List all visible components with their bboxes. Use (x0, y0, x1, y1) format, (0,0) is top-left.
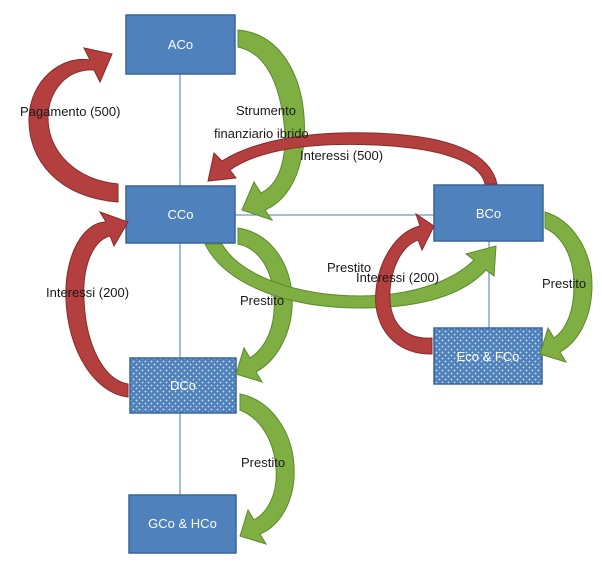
label-interessi-200-left: Interessi (200) (46, 285, 129, 300)
box-bco (433, 184, 544, 242)
box-dco (129, 357, 237, 414)
entity-cco: CCo (125, 185, 236, 244)
label-pagamento: Pagamento (500) (20, 104, 120, 119)
label-prestito-dg: Prestito (241, 455, 285, 470)
label-interessi-200-right: Interessi (200) (356, 270, 439, 285)
label-eco-fco: Eco & FCo (457, 349, 520, 364)
entity-dco: DCo (129, 357, 237, 414)
arrow-prestito-be (539, 211, 593, 363)
box-eco-fco (433, 327, 543, 385)
label-strumento-line1: Strumento (236, 103, 296, 118)
arrow-strumento (237, 29, 305, 221)
label-strumento-line2: finanziario ibrido (214, 126, 309, 141)
label-dco: DCo (170, 378, 196, 393)
arrow-interessi-200-left (65, 211, 129, 398)
label-prestito-cb: Prestito (327, 260, 371, 275)
label-bco: BCo (476, 206, 501, 221)
arrow-prestito-cb (204, 243, 497, 309)
entity-aco: ACo (125, 14, 236, 75)
box-cco (125, 185, 236, 244)
entity-gco-hco: GCo & HCo (128, 494, 237, 554)
box-gco-hco (128, 494, 237, 554)
arrow-prestito-dg (239, 393, 295, 545)
box-aco (125, 14, 236, 75)
label-prestito-cd: Prestito (240, 293, 284, 308)
entity-eco-fco: Eco & FCo (433, 327, 543, 385)
arrow-interessi-500 (207, 132, 498, 185)
label-cco: CCo (167, 207, 193, 222)
arrow-pagamento (28, 47, 119, 203)
label-interessi-500: Interessi (500) (300, 148, 383, 163)
entity-bco: BCo (433, 184, 544, 242)
arrow-interessi-200-right (375, 212, 435, 355)
label-aco: ACo (168, 37, 193, 52)
label-prestito-be: Prestito (542, 276, 586, 291)
arrow-prestito-cd (235, 227, 293, 383)
label-gco-hco: GCo & HCo (148, 516, 217, 531)
